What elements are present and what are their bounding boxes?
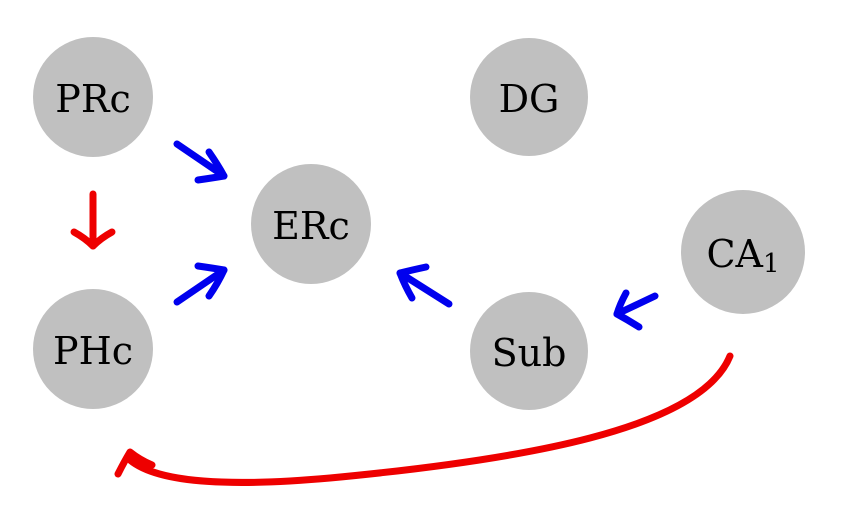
edge-phc-to-erc bbox=[173, 262, 228, 306]
node-erc: ERc bbox=[251, 164, 371, 284]
node-erc-circle bbox=[251, 164, 371, 284]
node-ca1-label: CA1 bbox=[706, 232, 779, 279]
node-erc-label: ERc bbox=[272, 204, 350, 248]
edge-ca1-to-sub bbox=[613, 289, 659, 331]
node-phc-label: PHc bbox=[53, 329, 133, 373]
edge-sub-to-erc-line bbox=[396, 269, 453, 308]
edge-ca1-to-sub-line bbox=[613, 292, 659, 318]
node-prc-circle bbox=[33, 37, 153, 157]
node-dg-circle bbox=[470, 38, 588, 156]
edge-prc-to-erc-arrowhead bbox=[194, 148, 228, 184]
edge-phc-to-erc-arrowhead bbox=[194, 262, 228, 300]
node-dg-label: DG bbox=[499, 77, 560, 121]
edge-prc-to-erc bbox=[173, 140, 228, 184]
node-sub: Sub bbox=[470, 292, 588, 410]
edge-sub-to-erc bbox=[396, 263, 453, 308]
node-prc-label: PRc bbox=[55, 77, 130, 121]
node-dg: DG bbox=[470, 38, 588, 156]
edge-prc-to-phc bbox=[70, 190, 116, 250]
node-phc-circle bbox=[33, 289, 153, 409]
node-phc: PHc bbox=[33, 289, 153, 409]
node-sub-label: Sub bbox=[492, 331, 567, 375]
node-ca1-label-main: CA bbox=[706, 232, 763, 276]
edge-ca1-to-phc-line bbox=[126, 352, 734, 486]
node-ca1: CA1 bbox=[681, 190, 805, 314]
node-sub-circle bbox=[470, 292, 588, 410]
node-ca1-circle bbox=[681, 190, 805, 314]
edge-prc-to-erc-line bbox=[173, 140, 228, 180]
node-ca1-label-subscript: 1 bbox=[763, 249, 780, 279]
edge-ca1-to-sub-arrowhead bbox=[613, 289, 643, 331]
node-prc: PRc bbox=[33, 37, 153, 157]
edge-ca1-to-phc bbox=[114, 352, 734, 486]
edge-sub-to-erc-arrowhead bbox=[396, 263, 430, 302]
edge-prc-to-phc-arrowhead bbox=[70, 228, 116, 250]
edge-ca1-to-phc-arrowhead bbox=[114, 448, 156, 478]
edge-phc-to-erc-line bbox=[173, 266, 228, 306]
